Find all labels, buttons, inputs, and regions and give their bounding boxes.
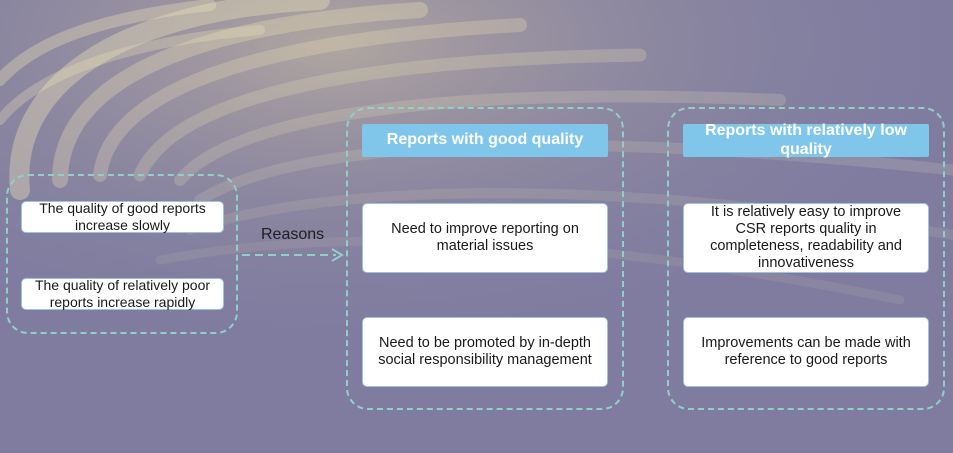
finding-poor-reports-rapid-text: The quality of relatively poor reports i… — [34, 277, 211, 310]
low-quality-item-reference-good-text: Improvements can be made with reference … — [701, 334, 911, 368]
finding-poor-reports-rapid: The quality of relatively poor reports i… — [21, 277, 224, 310]
good-quality-item-csr-management: Need to be promoted by in-depth social r… — [362, 317, 608, 387]
reasons-label: Reasons — [261, 226, 325, 243]
good-quality-item-material-issues-text: Need to improve reporting on material is… — [391, 220, 579, 254]
reasons-arrow — [242, 248, 344, 262]
good-quality-title: Reports with good quality — [386, 131, 584, 149]
low-quality-item-easy-improve: It is relatively easy to improve CSR rep… — [683, 203, 929, 273]
good-quality-item-material-issues: Need to improve reporting on material is… — [362, 203, 608, 273]
low-quality-title: Reports with relatively low quality — [705, 122, 907, 158]
good-quality-item-csr-management-text: Need to be promoted by in-depth social r… — [378, 334, 592, 368]
finding-good-reports-slow: The quality of good reports increase slo… — [21, 200, 224, 233]
low-quality-header: Reports with relatively low quality — [683, 122, 929, 158]
left-group — [6, 174, 238, 334]
good-quality-group — [346, 107, 624, 410]
low-quality-item-easy-improve-text: It is relatively easy to improve CSR rep… — [710, 203, 902, 272]
low-quality-item-reference-good: Improvements can be made with reference … — [683, 317, 929, 387]
low-quality-group — [667, 107, 945, 410]
finding-good-reports-slow-text: The quality of good reports increase slo… — [39, 200, 206, 233]
good-quality-header: Reports with good quality — [362, 124, 608, 157]
